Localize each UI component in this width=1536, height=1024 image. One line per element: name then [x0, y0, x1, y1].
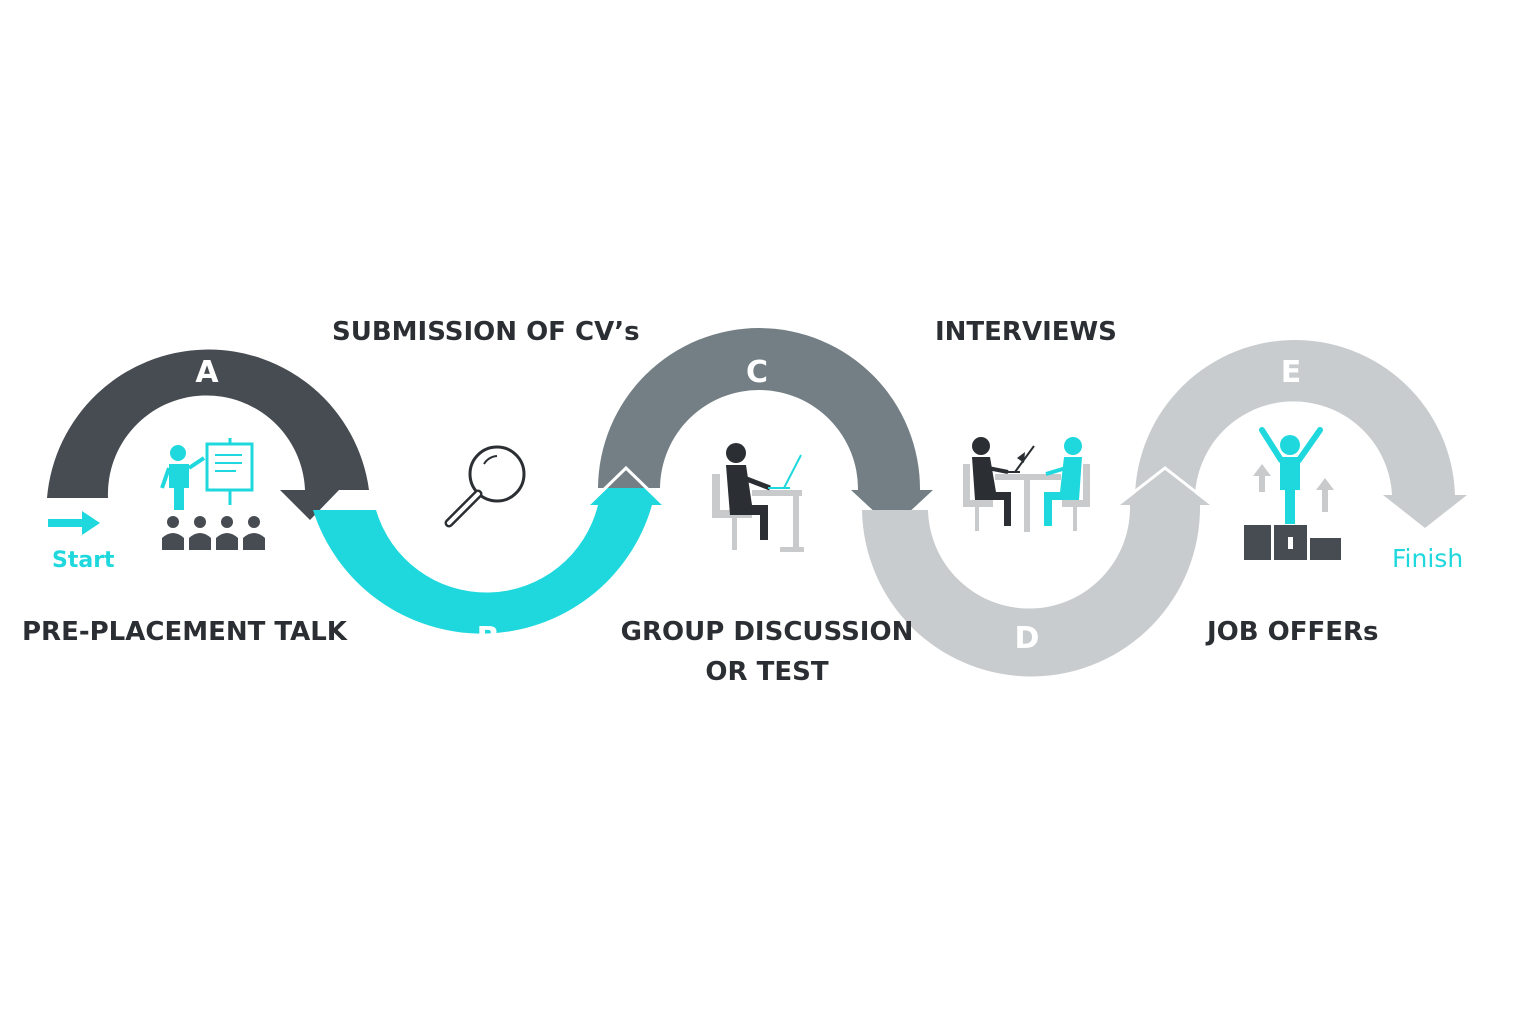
band-c: C: [598, 328, 933, 528]
separator-bc: [588, 465, 664, 505]
magnifier-icon: [444, 445, 526, 528]
presentation-icon: [160, 438, 265, 550]
desk-worker-icon: [712, 443, 804, 552]
separator-de: [1119, 466, 1211, 505]
band-b-letter: B: [477, 621, 500, 656]
band-c-letter: C: [746, 355, 768, 390]
label-pre-placement-talk: PRE-PLACEMENT TALK: [22, 617, 348, 647]
band-d-letter: D: [1015, 621, 1040, 656]
band-a-shape: [47, 349, 369, 520]
interview-icon: [963, 437, 1090, 532]
label-interviews: INTERVIEWS: [935, 317, 1117, 347]
finish-label: Finish: [1392, 544, 1463, 573]
band-b-shape: [313, 470, 662, 634]
band-e: E: [1134, 340, 1467, 528]
band-d-shape: [862, 470, 1210, 677]
start-marker: Start: [48, 511, 115, 573]
start-label: Start: [52, 548, 115, 573]
podium-winner-icon: [1244, 427, 1341, 560]
band-b: B: [313, 470, 662, 656]
band-a: A: [47, 349, 369, 520]
band-e-shape: [1134, 340, 1467, 528]
band-d: D: [862, 470, 1210, 677]
label-group-discussion-line1: GROUP DISCUSSION: [621, 617, 914, 647]
label-group-discussion-line2: OR TEST: [705, 657, 828, 687]
arrow-right-icon: [48, 511, 100, 535]
label-submission-of-cvs: SUBMISSION OF CV’s: [332, 317, 640, 347]
band-a-letter: A: [195, 355, 219, 390]
band-e-letter: E: [1281, 355, 1302, 390]
label-job-offers: JOB OFFERs: [1205, 617, 1379, 647]
band-c-shape: [598, 328, 933, 528]
